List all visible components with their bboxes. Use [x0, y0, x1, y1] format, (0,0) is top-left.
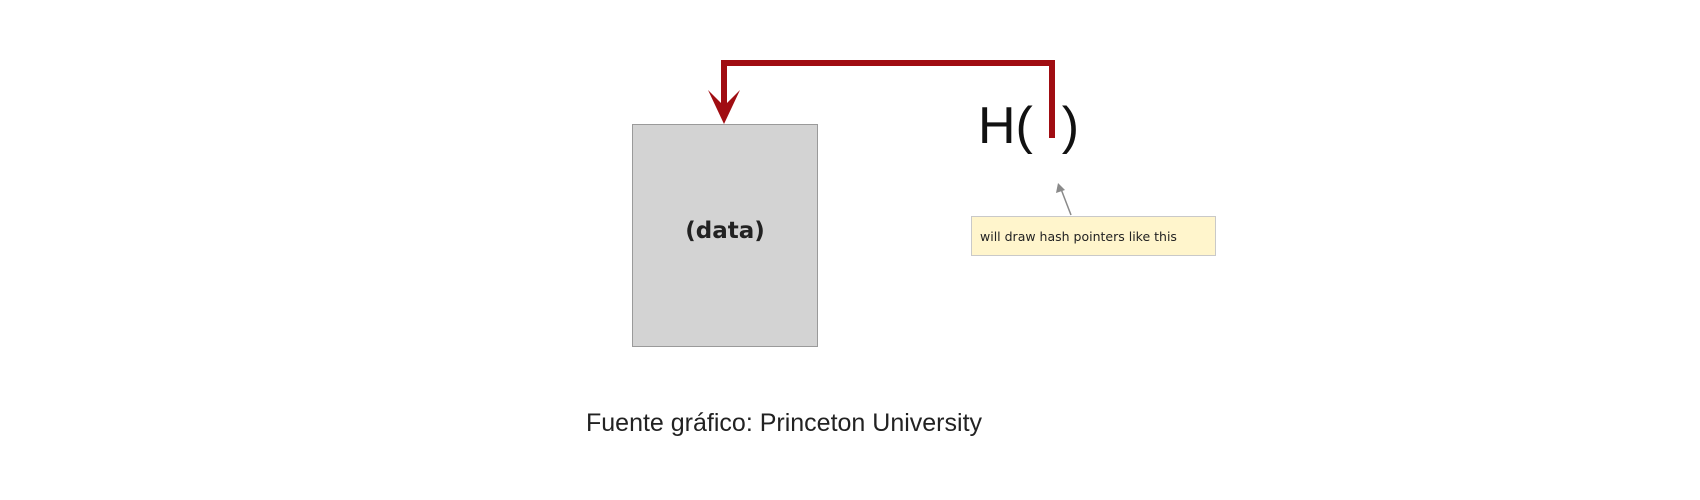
- data-block-label: (data): [685, 217, 765, 244]
- callout-text: will draw hash pointers like this: [980, 228, 1177, 244]
- hash-pointer-arrow-icon: [708, 60, 1055, 138]
- callout-arrow-icon: [1056, 183, 1072, 216]
- hash-function-label: H( ): [978, 97, 1080, 155]
- data-block: (data): [632, 124, 818, 347]
- source-caption: Fuente gráfico: Princeton University: [586, 409, 983, 437]
- callout-note: will draw hash pointers like this: [971, 216, 1216, 256]
